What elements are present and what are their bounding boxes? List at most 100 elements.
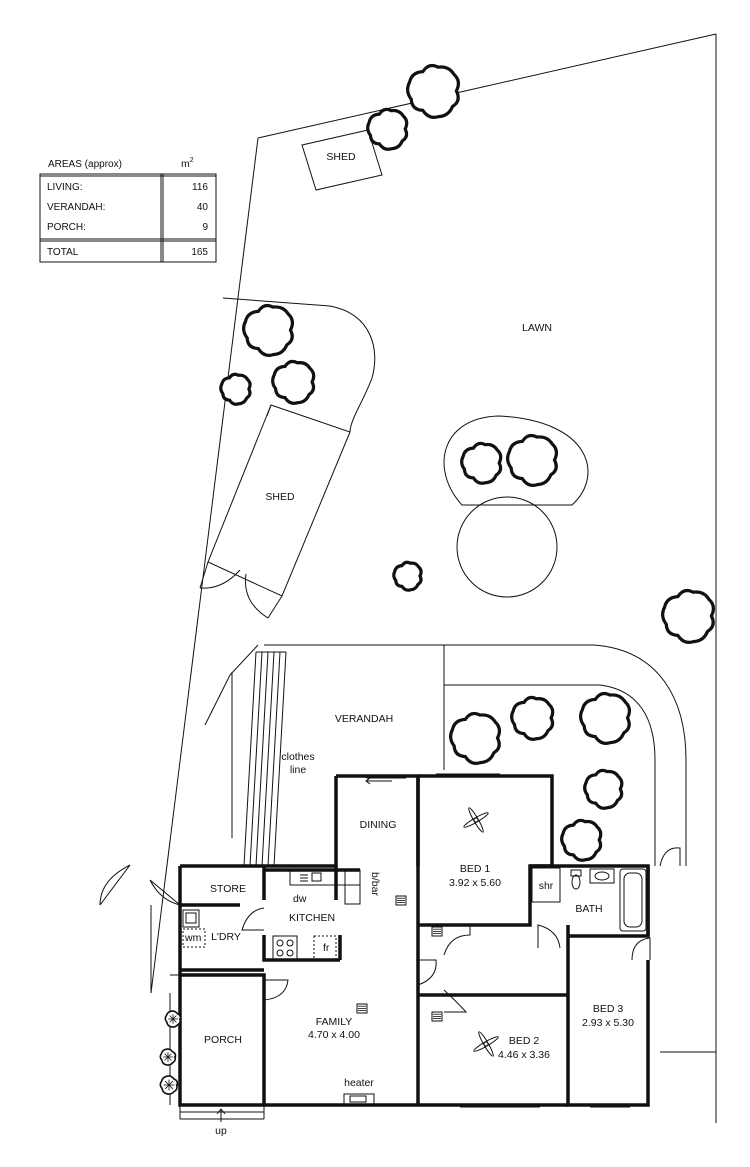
- family-porch-door: [263, 979, 289, 1001]
- tree-icon: [449, 711, 502, 765]
- tree-icon: [560, 818, 603, 862]
- laundry-trough: [182, 909, 200, 928]
- areas-table: AREAS (approx) m2 LIVING: 116 VERANDAH: …: [39, 157, 217, 263]
- tree-icon: [510, 695, 555, 741]
- areas-row-value: 40: [197, 202, 209, 213]
- bed2-vent: [431, 1011, 443, 1022]
- left-shed: SHED: [199, 404, 351, 619]
- doors: [241, 847, 681, 1013]
- areas-row-label: PORCH:: [47, 222, 86, 233]
- dining: DINING b/bar: [360, 819, 407, 906]
- wm-label: wm: [184, 932, 202, 944]
- store-laundry: STORE wm L'DRY: [182, 883, 246, 948]
- porch-shrubs: [159, 1010, 182, 1095]
- heater: [343, 1093, 375, 1105]
- shower: [531, 867, 561, 903]
- tree-icon: [661, 588, 715, 644]
- bath-door: [537, 924, 561, 949]
- bed2: BED 2 4.46 x 3.36: [431, 1011, 550, 1061]
- left-garden-bed-edge: [222, 297, 376, 433]
- bed2-door: [443, 989, 468, 1013]
- laundry-label: L'DRY: [211, 931, 241, 943]
- vanity: [589, 868, 615, 884]
- store-label: STORE: [210, 883, 246, 895]
- windows: [290, 773, 630, 1108]
- family: FAMILY 4.70 x 4.00 heater: [308, 1003, 375, 1105]
- breakfast-bar: [344, 869, 361, 905]
- family-vent: [356, 1003, 368, 1014]
- lawn-label: LAWN: [522, 322, 552, 334]
- dining-door: [417, 959, 437, 986]
- tree-icon: [506, 433, 559, 487]
- house-walls: [178, 774, 650, 1107]
- areas-title: AREAS (approx): [48, 159, 122, 170]
- up-label: up: [215, 1125, 227, 1137]
- tree-icon: [366, 107, 409, 151]
- round-garden-feature: [456, 496, 558, 598]
- property-boundary: [150, 33, 717, 1123]
- family-label: FAMILY: [316, 1016, 353, 1028]
- tree-icon: [460, 441, 503, 485]
- bath-label: BATH: [575, 903, 602, 915]
- porch-label: PORCH: [204, 1034, 242, 1046]
- bed1-door: [443, 925, 471, 956]
- areas-total-value: 165: [191, 247, 208, 258]
- tree-icon: [583, 768, 624, 810]
- tree-icon: [392, 560, 423, 592]
- heater-label: heater: [344, 1077, 374, 1089]
- clothes-line-label: clothes: [281, 751, 314, 763]
- bed1-label: BED 1: [460, 863, 491, 875]
- shrub-icon: [159, 1048, 177, 1066]
- kitchen-label: KITCHEN: [289, 912, 335, 924]
- garden-beds: [204, 297, 687, 866]
- side-gate: [99, 864, 181, 993]
- tree-icon: [242, 303, 295, 357]
- top-shed: SHED: [301, 129, 383, 191]
- rear-garden-path-outer: [264, 644, 687, 866]
- cooktop: [272, 935, 298, 960]
- fridge-space: [313, 935, 337, 960]
- clothes-line-label-2: line: [290, 764, 307, 776]
- shrub-icon: [159, 1075, 179, 1095]
- dining-label: DINING: [360, 819, 397, 831]
- top-shed-outline: [301, 129, 383, 191]
- family-dimensions: 4.70 x 4.00: [308, 1029, 360, 1041]
- tree-icon: [219, 372, 252, 406]
- fr-label: fr: [323, 942, 330, 954]
- rear-door: [659, 847, 681, 867]
- sliding-door-arrow: [365, 777, 392, 785]
- bed3-door: [631, 937, 651, 961]
- ceiling-fans: [463, 807, 499, 1057]
- bathroom: shr BATH: [531, 867, 647, 932]
- left-shed-door: [199, 561, 241, 589]
- dining-vent: [395, 895, 407, 906]
- tree-icon: [406, 63, 460, 119]
- kitchen-sink: [311, 872, 322, 882]
- bed2-dimensions: 4.46 x 3.36: [498, 1049, 550, 1061]
- bathtub: [619, 868, 647, 932]
- areas-table-frame: [39, 173, 217, 263]
- clothes-line: clothes line: [243, 651, 315, 867]
- ceiling-fan-icon: [463, 807, 489, 833]
- trees: [219, 63, 715, 862]
- bed3-label: BED 3: [593, 1003, 624, 1015]
- shrub-icon: [164, 1010, 182, 1028]
- ceiling-fan-icon: [473, 1031, 499, 1057]
- areas-unit: m2: [181, 157, 194, 170]
- left-shed-label: SHED: [265, 491, 295, 503]
- bed3-dimensions: 2.93 x 5.30: [582, 1017, 634, 1029]
- porch: PORCH up: [169, 974, 265, 1137]
- bed2-label: BED 2: [509, 1035, 540, 1047]
- verandah-label: VERANDAH: [335, 713, 393, 725]
- kitchen-fittings: dw fr KITCHEN: [272, 869, 361, 960]
- areas-total-label: TOTAL: [47, 247, 79, 258]
- rear-garden-path-inner: [444, 684, 656, 866]
- shower-label: shr: [539, 880, 554, 892]
- bbar-label: b/bar: [369, 872, 381, 896]
- areas-row-label: LIVING:: [47, 182, 83, 193]
- areas-row-value: 9: [202, 222, 208, 233]
- tree-icon: [271, 359, 316, 405]
- dw-label: dw: [293, 893, 307, 905]
- tree-icon: [579, 691, 632, 745]
